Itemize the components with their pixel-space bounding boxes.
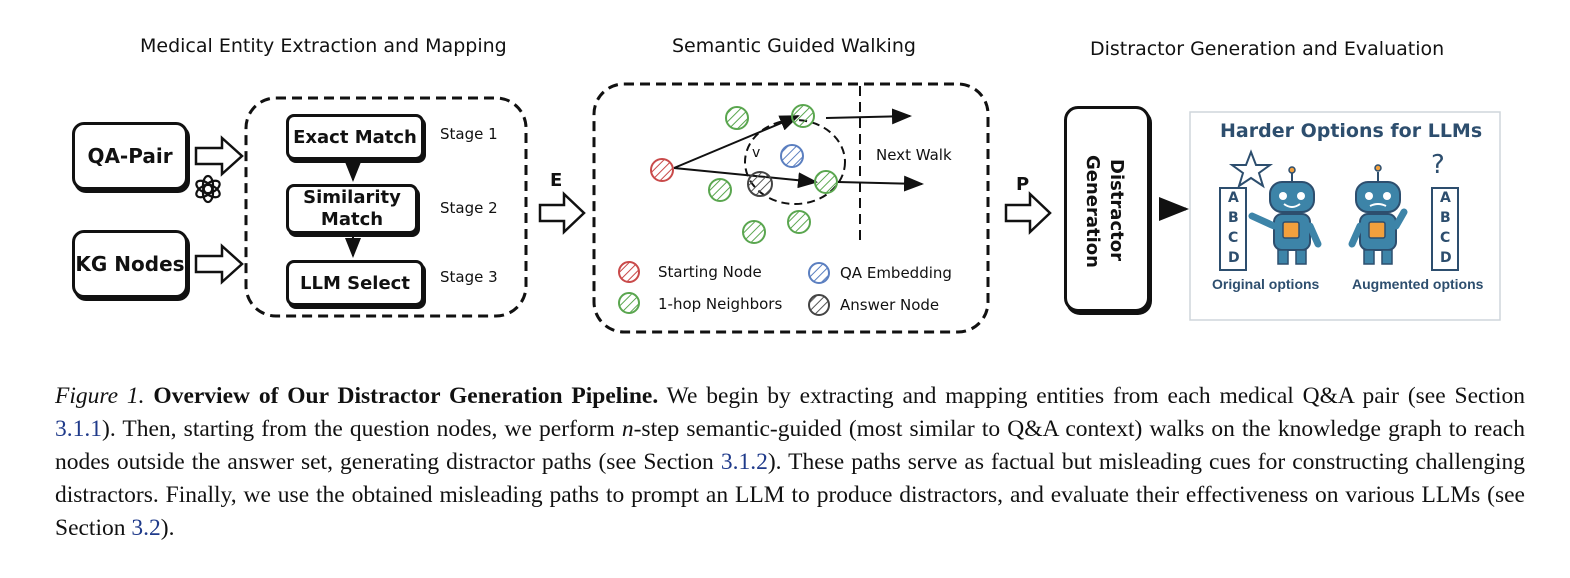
qa-pair-box: QA-Pair (72, 122, 188, 190)
augmented-option-letter: C (1440, 230, 1451, 246)
legend-starting-node: Starting Node (658, 263, 762, 281)
nu-symbol: v (752, 145, 760, 161)
starting-node (650, 158, 674, 182)
augmented-options-box (1431, 187, 1459, 271)
e-arrow (538, 191, 586, 235)
original-option-letter: B (1228, 210, 1239, 226)
extraction-container (244, 96, 528, 318)
answer-node (747, 171, 773, 197)
neighbor-node (725, 106, 749, 130)
harder-options-title: Harder Options for LLMs (1220, 120, 1483, 142)
qa-to-stages-arrow (194, 135, 244, 177)
legend-answer-node: Answer Node (840, 296, 940, 314)
original-option-letter: C (1228, 230, 1239, 246)
star-icon (1228, 149, 1274, 189)
section-ref-link[interactable]: 3.1.1 (55, 416, 102, 442)
figure-caption: Figure 1. Overview of Our Distractor Gen… (55, 380, 1525, 545)
math-n: n (621, 416, 634, 442)
legend-neighbors: 1-hop Neighbors (658, 295, 783, 313)
original-option-letter: D (1228, 250, 1240, 266)
semantic-neighborhood-circle (744, 119, 846, 205)
kg-to-stages-arrow (194, 243, 244, 285)
p-label: P (1016, 174, 1030, 195)
section-ref-link[interactable]: 3.2 (131, 515, 161, 541)
neighbor-node (787, 210, 811, 234)
original-option-letter: A (1228, 190, 1239, 206)
legend-swatch-answer (808, 294, 830, 316)
augmented-option-letter: A (1440, 190, 1451, 206)
legend-swatch-qa (808, 262, 830, 284)
original-options-box (1219, 187, 1247, 271)
neighbor-node (742, 220, 766, 244)
original-options-caption: Original options (1212, 276, 1320, 292)
question-mark: ? (1431, 150, 1445, 180)
kg-nodes-box: KG Nodes (72, 230, 188, 298)
llm-select-box: LLM Select (286, 260, 424, 306)
distractor-generation-line2: Generation (1082, 155, 1103, 268)
augmented-option-letter: D (1440, 250, 1452, 266)
caption-text: ). Then, starting from the question node… (102, 416, 622, 442)
next-walk-label: Next Walk (876, 146, 952, 164)
distractor-generation-line1: Distractor (1106, 159, 1127, 261)
legend-swatch-neighbors (618, 292, 640, 314)
stage-1-label: Stage 1 (440, 125, 498, 143)
augmented-options-caption: Augmented options (1352, 276, 1484, 292)
legend-swatch-starting (618, 261, 640, 283)
neighbor-node (791, 104, 815, 128)
distractor-generation-box (1064, 106, 1150, 312)
qa-embedding-node (780, 144, 804, 168)
diagram-graphics: v (194, 82, 1501, 334)
figure-label: Figure 1. (55, 383, 145, 409)
confused-robot-icon (1348, 164, 1408, 265)
stage-2-label: Stage 2 (440, 199, 498, 217)
caption-text: ). (160, 515, 175, 541)
extraction-title: Medical Entity Extraction and Mapping (140, 35, 507, 57)
p-arrow (1004, 191, 1052, 235)
similarity-match-box: Similarity Match (286, 184, 418, 234)
legend-qa-embedding: QA Embedding (840, 264, 952, 282)
augmented-option-letter: B (1440, 210, 1451, 226)
figure-title: Overview of Our Distractor Generation Pi… (153, 383, 659, 409)
walk-edge (673, 167, 818, 189)
exact-match-box: Exact Match (286, 114, 424, 160)
walking-container (592, 82, 990, 334)
openai-logo-icon (195, 174, 221, 204)
walking-title: Semantic Guided Walking (672, 35, 916, 57)
walk-edge (673, 115, 800, 169)
happy-robot-icon (1248, 166, 1322, 265)
neighbor-node (814, 170, 838, 194)
next-walk-arrow (825, 108, 912, 125)
caption-text: ). These paths serve as factual but misl… (55, 449, 1526, 541)
neighbor-node (708, 178, 732, 202)
e-label: E (550, 170, 563, 191)
section-ref-link[interactable]: 3.1.2 (720, 449, 768, 475)
caption-text: -step semantic-guided (most similar to Q… (55, 416, 1525, 475)
caption-text: We begin by extracting and mapping entit… (666, 383, 1526, 409)
stage-3-label: Stage 3 (440, 268, 498, 286)
generation-title: Distractor Generation and Evaluation (1090, 38, 1445, 60)
next-walk-arrow (837, 175, 924, 192)
